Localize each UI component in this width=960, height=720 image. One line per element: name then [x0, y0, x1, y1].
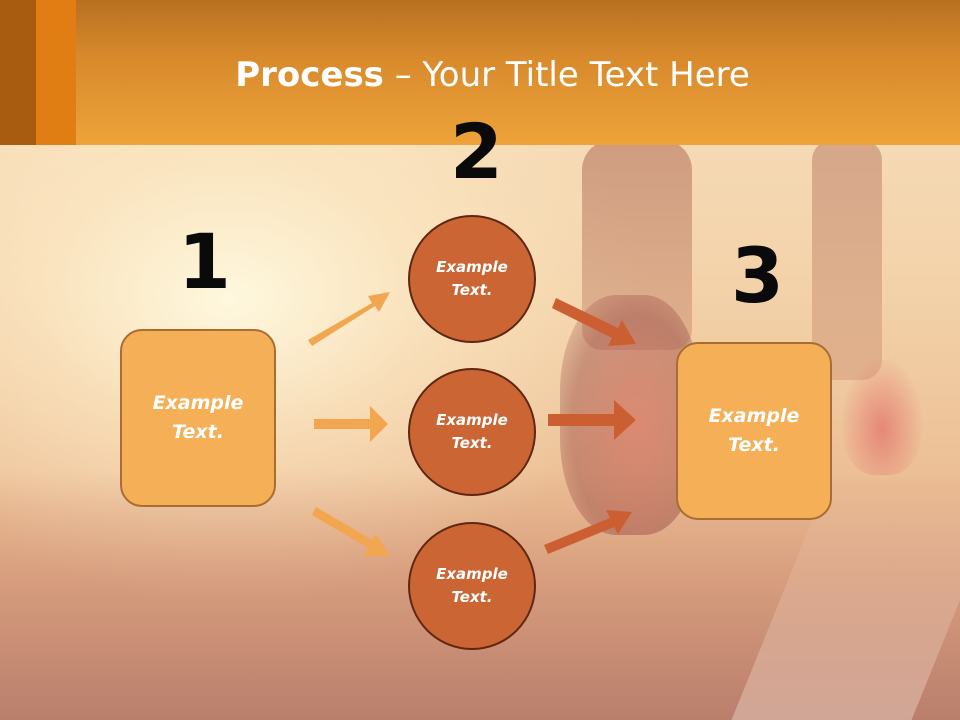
step-number-3: 3 [731, 231, 784, 320]
slide-title[interactable]: Process – Your Title Text Here [0, 55, 960, 95]
runner-leg-right [812, 140, 882, 380]
step2-circle-middle[interactable]: Example Text. [408, 368, 536, 496]
step-number-2: 2 [450, 107, 503, 196]
step2-circle-bottom[interactable]: Example Text. [408, 522, 536, 650]
header-banner [0, 0, 960, 145]
step2-circle-middle-text: Example Text. [436, 411, 508, 452]
step3-box[interactable]: Example Text. [676, 342, 832, 520]
runner-shoe-right [842, 360, 922, 475]
step3-text: Example Text. [708, 405, 800, 456]
title-bold: Process [235, 55, 384, 95]
step2-circle-top[interactable]: Example Text. [408, 215, 536, 343]
header-accent-strip-light [36, 0, 76, 145]
header-accent-strip-dark [0, 0, 36, 145]
step2-circle-top-text: Example Text. [436, 258, 508, 299]
step2-circle-bottom-text: Example Text. [436, 565, 508, 606]
step1-text: Example Text. [152, 392, 244, 443]
title-rest: – Your Title Text Here [383, 55, 750, 95]
step-number-1: 1 [178, 217, 231, 306]
step1-box[interactable]: Example Text. [120, 329, 276, 507]
